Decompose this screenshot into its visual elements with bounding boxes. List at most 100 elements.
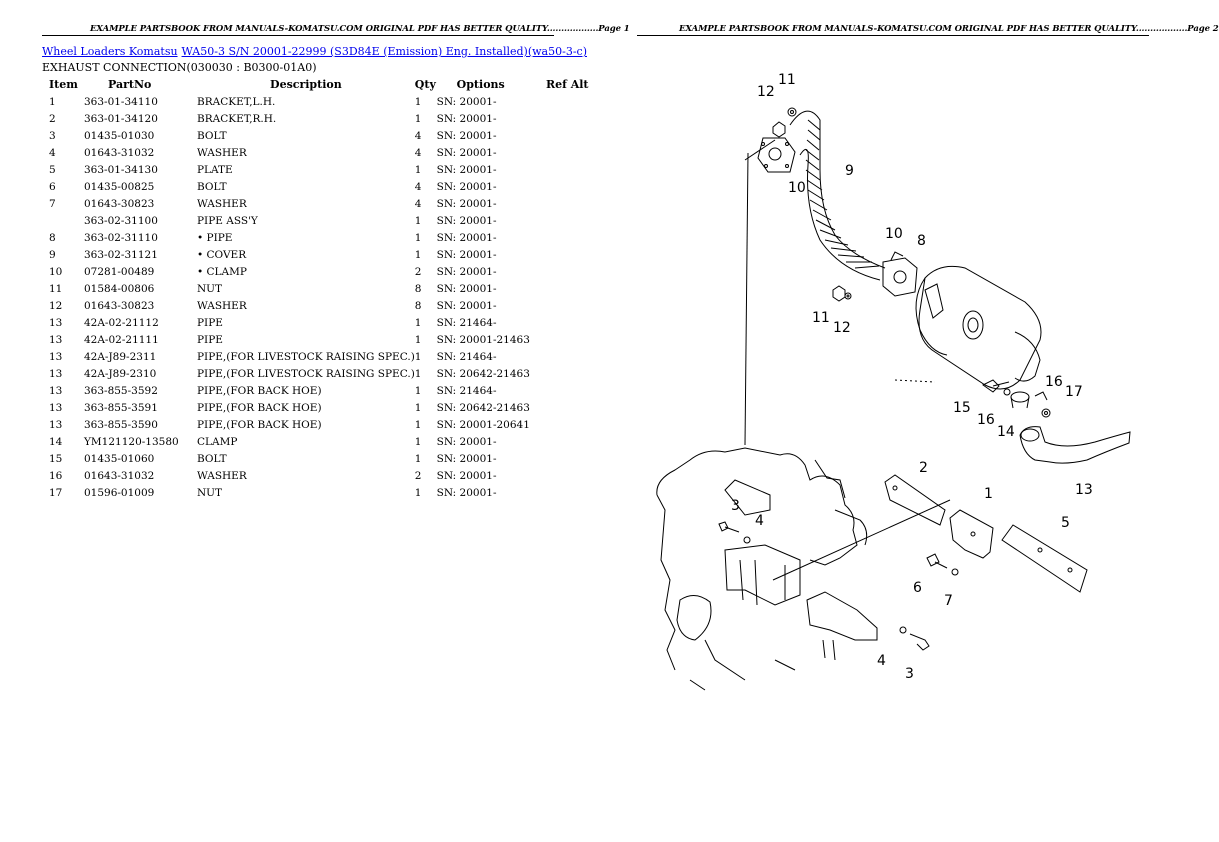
cell-qty: 1 [414,367,422,380]
parts-table: Item PartNo Description Qty Options Ref … [42,76,595,501]
cell-description: PLATE [196,163,233,176]
cell-ref-alt [546,93,595,110]
breadcrumb-link-category[interactable]: Wheel Loaders Komatsu [42,45,178,58]
page-header: EXAMPLE PARTSBOOK FROM MANUALS-KOMATSU.C… [90,24,630,34]
tail-pipe [1019,426,1131,464]
cell-options: SN: 20001- [436,248,497,261]
cell-options: SN: 20001- [436,299,497,312]
cell-description: BRACKET,R.H. [196,112,277,125]
cell-ref-alt [546,382,595,399]
cell-description: PIPE,(FOR BACK HOE) [196,384,322,397]
cell-qty: 1 [414,384,422,397]
cell-partno: 01596-01009 [83,486,155,499]
cell-options: SN: 20001- [436,469,497,482]
cell-ref-alt [546,297,595,314]
cell-item: 11 [49,282,63,295]
cell-ref-alt [546,246,595,263]
cell-ref-alt [546,263,595,280]
cell-partno: 42A-02-21112 [83,316,159,329]
cell-description: BOLT [196,452,227,465]
callout-label: 1 [984,486,993,502]
parts-list-page: EXAMPLE PARTSBOOK FROM MANUALS-KOMATSU.C… [0,0,630,842]
cell-qty: 1 [414,231,422,244]
cell-partno: 07281-00489 [83,265,155,278]
diagram-page: EXAMPLE PARTSBOOK FROM MANUALS-KOMATSU.C… [595,0,1219,842]
bolt-washer-3-4-lower [899,626,930,651]
cell-options: SN: 20001- [436,129,497,142]
cell-item: 13 [49,367,63,380]
cell-description: WASHER [196,197,247,210]
cell-qty: 1 [414,316,422,329]
cell-partno: YM121120-13580 [83,435,179,448]
cell-ref-alt [546,467,595,484]
cell-options: SN: 21464- [436,384,497,397]
cell-options: SN: 20001- [436,231,497,244]
callout-label: 7 [944,593,953,609]
callout-label: 16 [1045,374,1063,390]
cell-item: 4 [49,146,56,159]
cell-partno: 01643-30823 [83,299,155,312]
cell-ref-alt [546,212,595,229]
cell-partno: 42A-J89-2311 [83,350,157,363]
cell-ref-alt [546,348,595,365]
cell-partno: 363-855-3592 [83,384,158,397]
cell-item: 13 [49,350,63,363]
callout-label: 8 [917,233,926,249]
cell-partno: 363-01-34110 [83,95,158,108]
cell-item: 7 [49,197,56,210]
cell-description: • PIPE [196,231,233,244]
cell-options: SN: 20001- [436,180,497,193]
cell-description: PIPE,(FOR BACK HOE) [196,401,322,414]
clamp-hardware [982,379,1051,418]
cell-description: PIPE [196,333,223,346]
cell-partno: 01435-00825 [83,180,155,193]
bracket-rh [884,474,946,526]
cell-description: WASHER [196,299,247,312]
cell-item: 5 [49,163,56,176]
cell-item [42,212,84,229]
callout-label: 16 [977,412,995,428]
cell-item: 17 [49,486,63,499]
callout-label: 4 [755,513,764,529]
cell-ref-alt [546,365,595,382]
bolt-washer-3-4-upper [718,521,751,544]
cell-description: • CLAMP [196,265,247,278]
cell-item: 13 [49,418,63,431]
cell-partno: 42A-J89-2310 [83,367,157,380]
cell-options: SN: 20001-21463 [436,333,530,346]
cell-partno: 363-02-31121 [83,248,158,261]
cell-item: 13 [49,333,63,346]
cell-ref-alt [546,450,595,467]
cell-item: 3 [49,129,56,142]
cell-options: SN: 20001- [436,146,497,159]
callout-label: 3 [731,498,740,514]
plate [1001,524,1088,593]
cell-item: 1 [49,95,56,108]
column-header-ref-alt: Ref Alt [546,78,589,91]
cell-ref-alt [546,127,595,144]
cell-ref-alt [546,161,595,178]
cell-qty: 2 [414,469,422,482]
cell-qty: 1 [414,486,422,499]
cell-partno: 01643-31032 [83,146,155,159]
cell-item: 8 [49,231,56,244]
cell-qty: 1 [414,163,422,176]
cell-item: 13 [49,384,63,397]
cell-options: SN: 20642-21463 [436,367,530,380]
page-header: EXAMPLE PARTSBOOK FROM MANUALS-KOMATSU.C… [679,24,1219,34]
cell-description: PIPE [196,316,223,329]
breadcrumb-link-model[interactable]: WA50-3 S/N 20001-22999 (S3D84E (Emission… [181,45,587,58]
